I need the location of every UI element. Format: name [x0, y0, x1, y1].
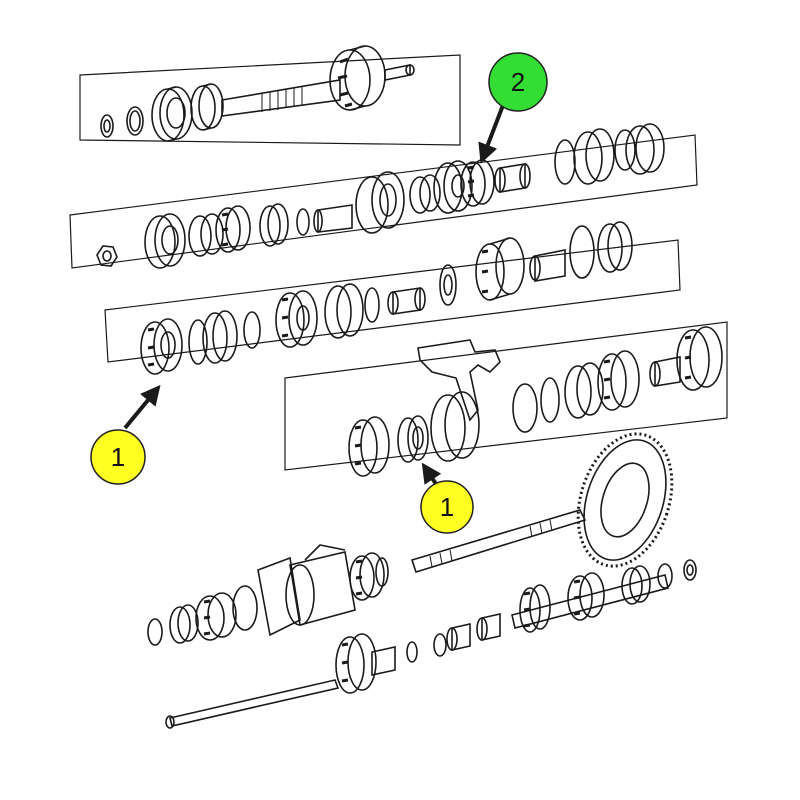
sleeve [446, 623, 471, 651]
needle-bearing [476, 613, 501, 641]
gear [335, 633, 377, 694]
snap-ring [188, 319, 208, 365]
gear [676, 326, 723, 391]
bearing-cup [232, 585, 258, 631]
synchro-ring [202, 310, 238, 364]
callout-circle-yellow [420, 480, 474, 534]
rod-end [165, 715, 175, 729]
input-shaft-assembly [100, 45, 415, 142]
needle-bearing [494, 163, 531, 193]
bearing [397, 415, 429, 463]
pinion-shaft [410, 509, 587, 573]
bearing [151, 86, 193, 142]
callout-circle-green [488, 52, 548, 112]
synchro-hub [409, 174, 441, 214]
shift-rod [169, 679, 340, 727]
housing-flange [257, 556, 301, 637]
bottom-row-assembly [165, 633, 396, 729]
bearing [144, 213, 186, 269]
callout-label-1: 1 [111, 442, 125, 472]
ring-gear [576, 432, 674, 568]
cluster-gear [621, 565, 651, 605]
bearing [140, 318, 183, 375]
housing-row-assembly [147, 544, 389, 646]
bushing [387, 287, 426, 315]
gear [460, 159, 495, 207]
synchro-ring [614, 129, 636, 171]
input-shaft [221, 79, 341, 117]
spacer-tube [313, 204, 353, 233]
gear-hub [371, 646, 396, 676]
washer [683, 559, 697, 581]
sleeve [188, 213, 224, 257]
sleeve [649, 356, 681, 387]
snap-ring [126, 106, 144, 136]
synchro-sleeve [324, 283, 364, 339]
shaft-splines [429, 519, 553, 568]
bearing [169, 604, 199, 644]
callout-arrow-2 [478, 99, 507, 164]
synchro-sleeve [625, 123, 665, 175]
callout-badge-2[interactable]: 2 [488, 52, 548, 112]
gear [215, 205, 251, 253]
nut [96, 245, 118, 267]
bearing-housing [285, 544, 356, 627]
shift-fork [417, 339, 501, 422]
gear [433, 160, 473, 214]
snap-ring [296, 208, 310, 236]
synchro-sleeve [564, 362, 604, 419]
callout-label-1: 1 [440, 492, 454, 522]
bearing-race [190, 83, 224, 131]
callout-arrow-1-left [123, 384, 161, 430]
thrust-washer [439, 264, 457, 306]
cluster-gear [519, 584, 551, 633]
synchro-ring [569, 225, 595, 279]
sleeve [529, 249, 566, 282]
tapered-bearing [349, 552, 385, 601]
washer [100, 114, 114, 138]
countershaft [511, 574, 669, 629]
washer [433, 633, 447, 657]
panel-frame-middle [104, 239, 681, 363]
shaft-splines [261, 87, 303, 112]
countershaft-row-assembly [406, 559, 697, 663]
snap-ring [364, 287, 380, 323]
snap-ring [147, 618, 163, 646]
callout-badge-1-center[interactable]: 1 [420, 480, 474, 534]
synchro-ring [512, 383, 538, 433]
bearing [355, 171, 405, 234]
snap-ring [243, 311, 261, 349]
gear [275, 290, 318, 348]
snap-ring [406, 641, 418, 663]
callout-badge-1-left[interactable]: 1 [90, 429, 146, 485]
pinion-and-ring-gear [410, 432, 674, 573]
panel-frame-lower [284, 321, 728, 471]
callout-circle-yellow [90, 429, 146, 485]
synchro-ring [554, 139, 576, 185]
cluster-gear [567, 572, 605, 621]
tapered-bearing [195, 592, 237, 641]
upper-row-assembly [96, 123, 665, 269]
middle-row-assembly [140, 221, 633, 375]
callout-label-2: 2 [511, 67, 525, 97]
snap-ring [259, 203, 289, 247]
snap-ring [540, 377, 560, 423]
gear [597, 350, 640, 411]
pilot-stub [384, 64, 415, 81]
bearing [657, 563, 673, 589]
cluster-gear [475, 237, 525, 301]
lower-row-assembly [348, 326, 723, 477]
synchro-sleeve [430, 391, 480, 462]
snap-ring [375, 557, 389, 587]
synchro-sleeve [573, 128, 615, 185]
synchro-ring [597, 221, 633, 273]
synchro-ring [348, 416, 390, 477]
